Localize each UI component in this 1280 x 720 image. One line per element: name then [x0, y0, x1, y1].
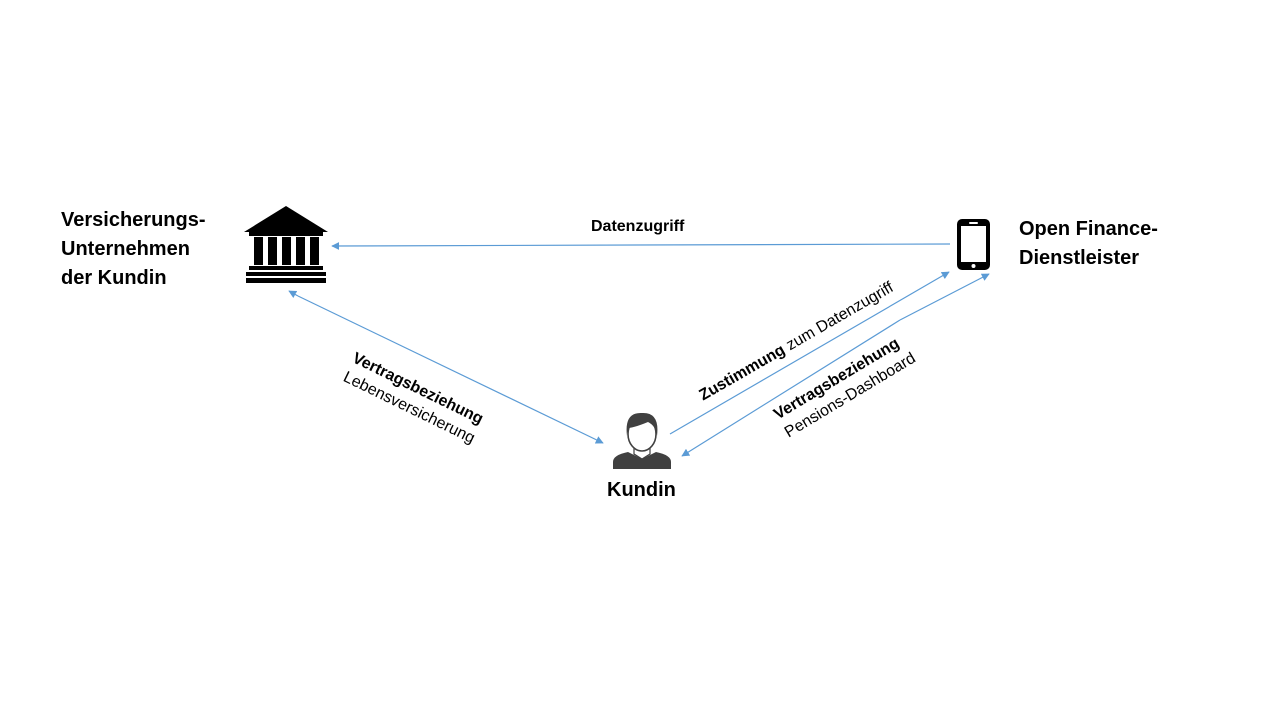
insurer-label: Versicherungs- Unternehmen der Kundin [61, 206, 206, 293]
provider-label: Open Finance- Dienstleister [1019, 215, 1158, 273]
arrow-datenzugriff [331, 241, 951, 250]
customer-label: Kundin [607, 476, 676, 505]
arrow-vertrag-provider-to-customer [681, 319, 901, 457]
provider-label-line: Dienstleister [1019, 247, 1140, 269]
datenzugriff-label: Datenzugriff [591, 216, 684, 237]
insurer-label-line: Unternehmen [61, 238, 190, 260]
bank-icon [244, 206, 328, 283]
arrow-zustimmung [669, 271, 950, 435]
insurer-label-line: Versicherungs- [61, 209, 206, 231]
customer-label-text: Kundin [607, 479, 676, 501]
arrow-vertrag-customer-to-insurer [288, 290, 299, 298]
provider-label-line: Open Finance- [1019, 218, 1158, 240]
smartphone-icon [957, 219, 990, 270]
datenzugriff-text: Datenzugriff [591, 218, 685, 235]
insurer-label-line: der Kundin [61, 267, 167, 289]
arrow-vertrag-insurer-to-customer [297, 295, 604, 444]
arrow-vertrag-customer-to-provider [899, 273, 990, 321]
person-icon [613, 412, 671, 469]
